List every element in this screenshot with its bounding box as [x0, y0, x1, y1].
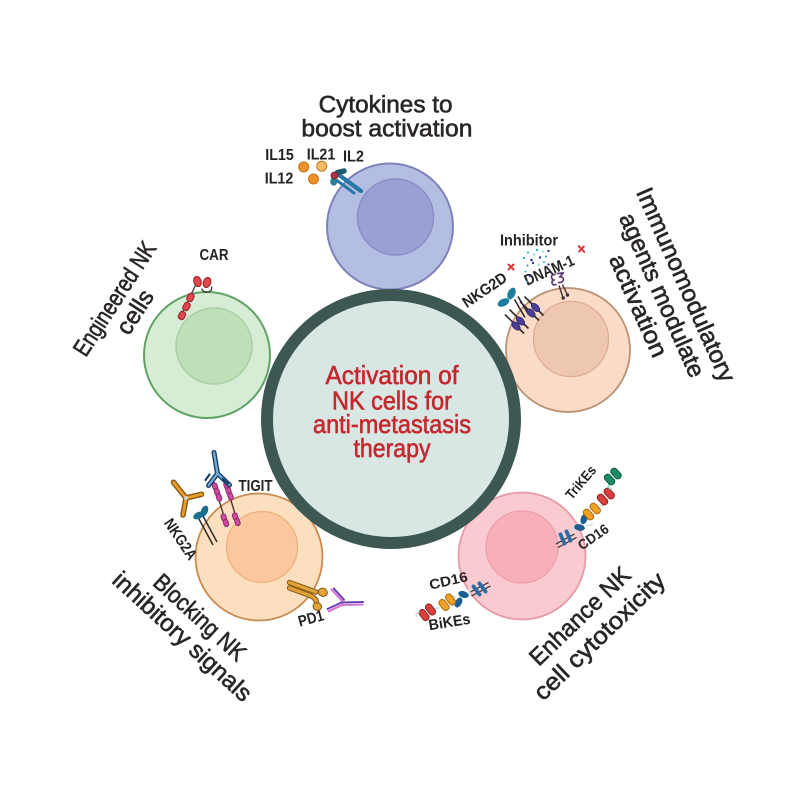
svg-text:PD1: PD1	[296, 607, 326, 630]
svg-text:Activation of: Activation of	[326, 360, 460, 390]
svg-text:BiKEs: BiKEs	[427, 611, 471, 634]
svg-text:IL15: IL15	[265, 147, 294, 164]
svg-text:CAR: CAR	[200, 247, 229, 264]
svg-text:boost activation: boost activation	[301, 115, 472, 142]
svg-text:IL12: IL12	[265, 171, 294, 188]
svg-text:Inhibitor: Inhibitor	[500, 233, 558, 250]
svg-text:anti-metastasis: anti-metastasis	[313, 409, 471, 439]
svg-text:Cytokines to: Cytokines to	[319, 92, 453, 119]
svg-text:IL21: IL21	[307, 147, 336, 164]
svg-text:IL2: IL2	[343, 149, 364, 166]
svg-text:therapy: therapy	[354, 433, 431, 463]
svg-text:NK cells for: NK cells for	[332, 386, 452, 416]
svg-text:TIGIT: TIGIT	[239, 478, 273, 495]
